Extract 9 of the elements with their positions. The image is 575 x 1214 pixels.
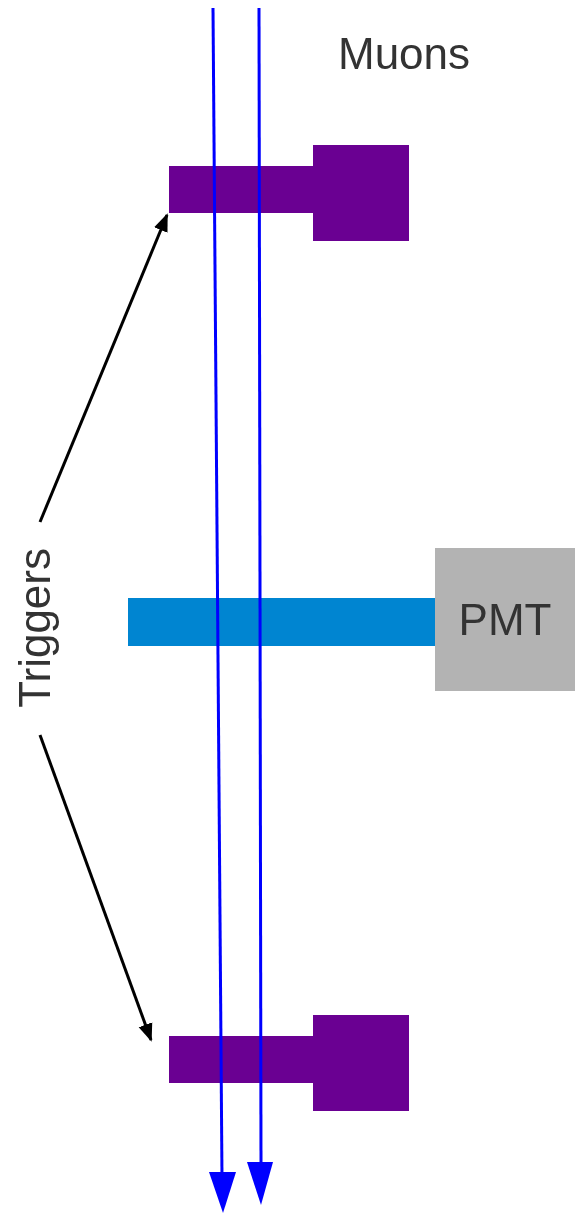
arrow — [38, 213, 169, 523]
muons-label: Muons — [338, 32, 471, 76]
trigger-paddle — [169, 145, 409, 241]
triggers-label: Triggers — [13, 547, 57, 708]
arrow — [38, 734, 153, 1042]
scintillator-bar — [128, 598, 435, 646]
pmt-box — [435, 548, 575, 691]
pmt-label: PMT — [458, 597, 552, 642]
trigger-paddle — [169, 1015, 409, 1111]
